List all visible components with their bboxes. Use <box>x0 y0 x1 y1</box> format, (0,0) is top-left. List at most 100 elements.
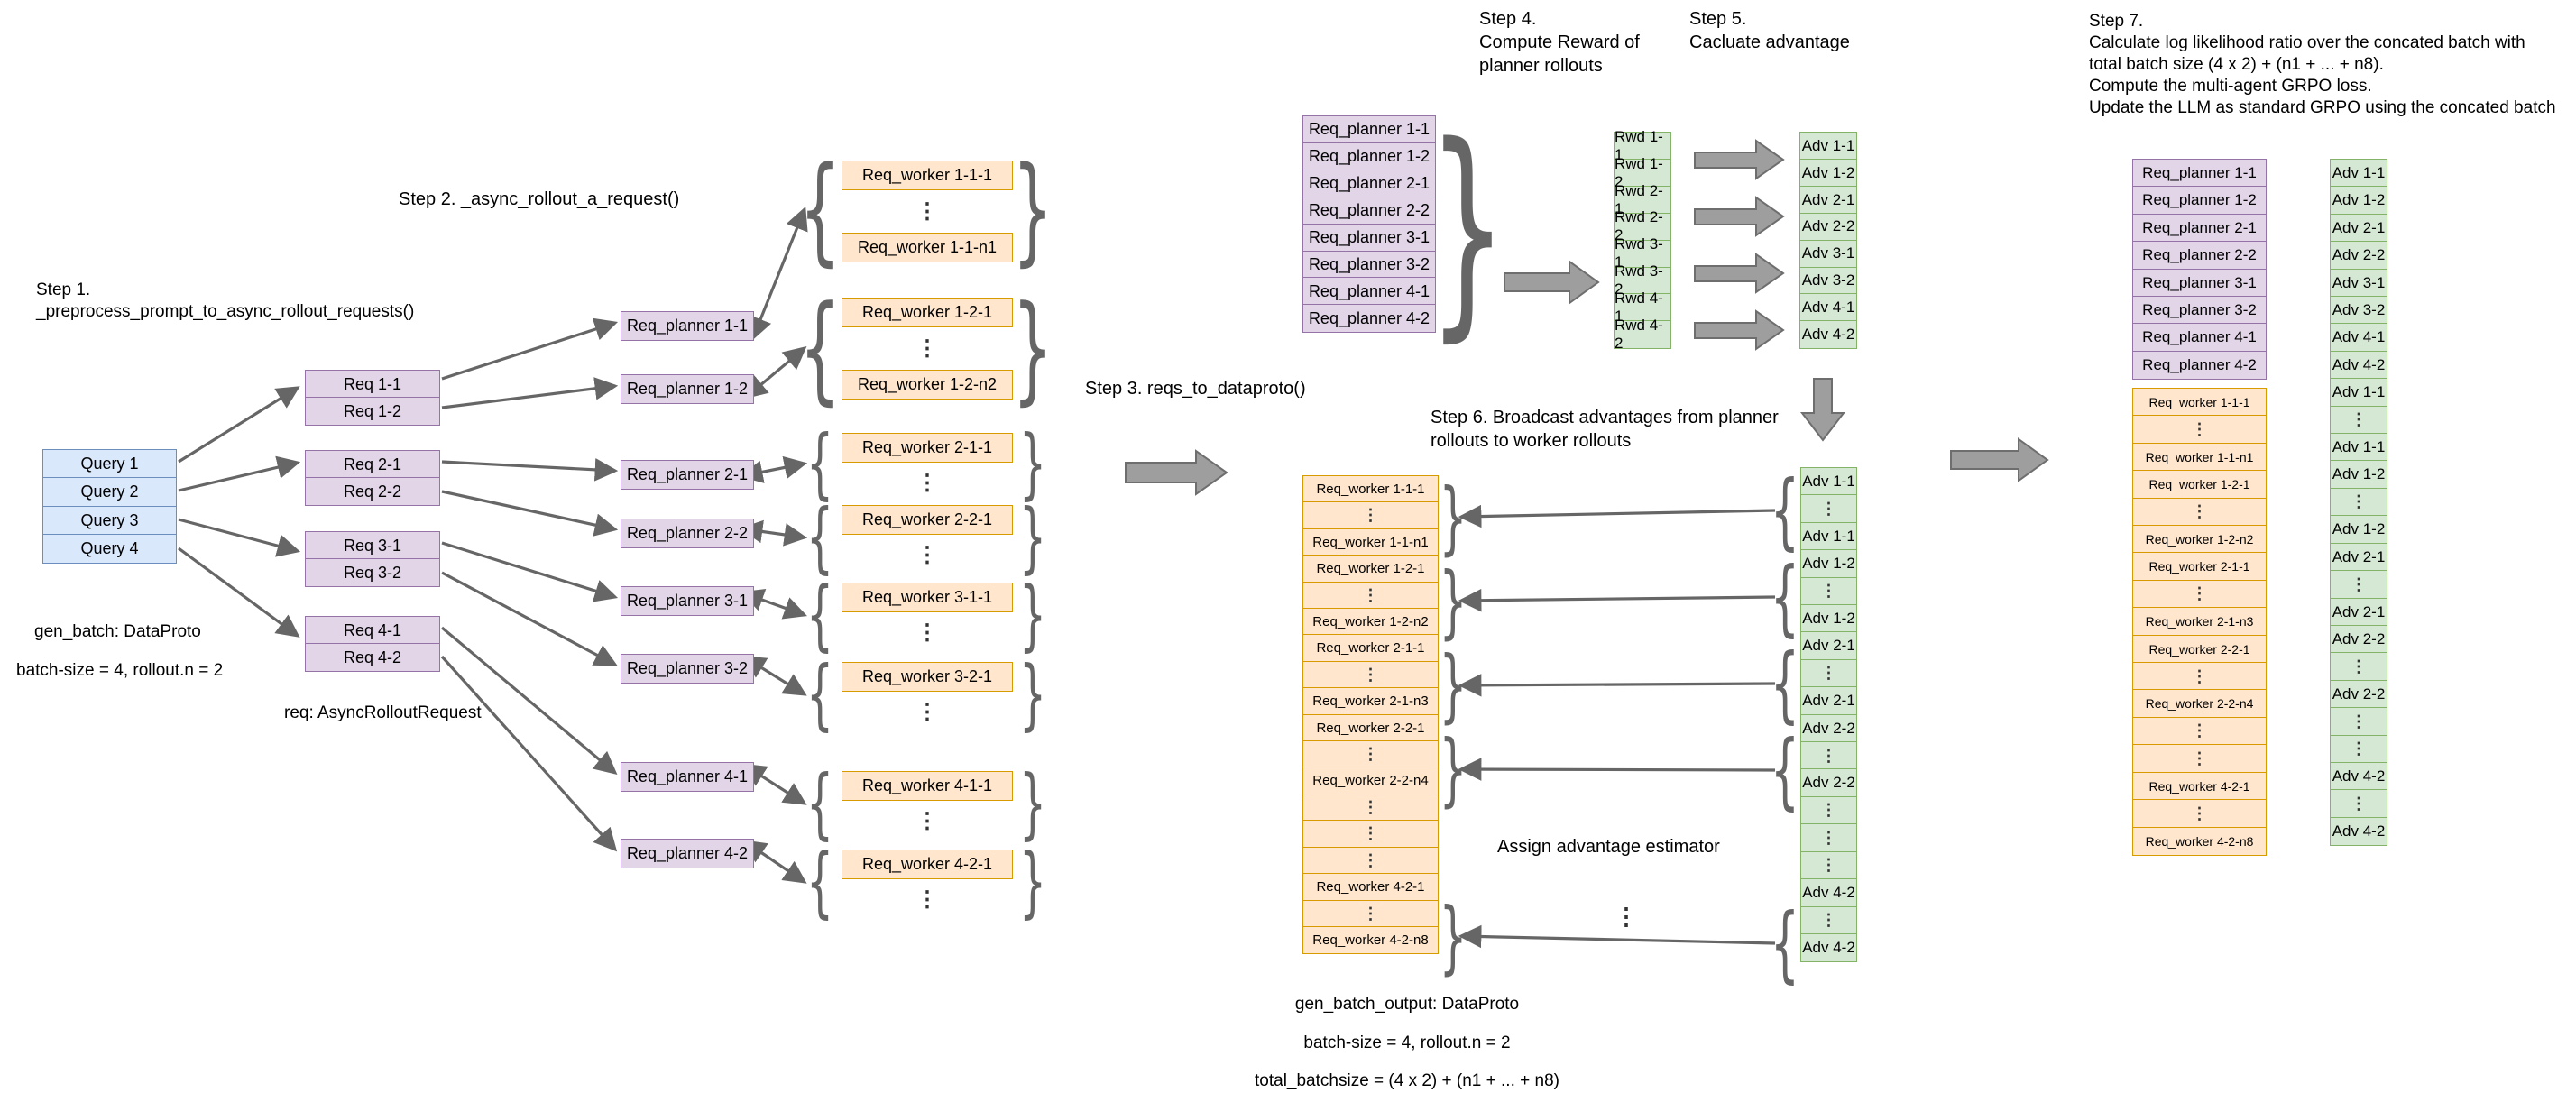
concat-adv-cell: ⋮ <box>2330 652 2387 682</box>
concat-adv-cell: Adv 2-2 <box>2330 624 2387 654</box>
assign-adv-label: Assign advantage estimator <box>1497 837 1720 857</box>
req-cell: Req 4-1 <box>305 616 440 645</box>
concat-adv-cell: ⋮ <box>2330 570 2387 600</box>
vdots-icon: ⋮ <box>916 808 938 833</box>
worker-row-cell: Req_worker 1-2-n2 <box>1302 608 1439 637</box>
concat-worker-cell: ⋮ <box>2132 662 2267 692</box>
adv-row-cell: ⋮ <box>1800 795 1857 825</box>
worker-row-cell: Req_worker 4-2-1 <box>1302 873 1439 902</box>
req-type-label: req: AsyncRolloutRequest <box>284 703 482 722</box>
adv-row-cell: ⋮ <box>1800 823 1857 853</box>
worker-box-3-1-1: Req_worker 3-1-1 <box>842 583 1013 612</box>
planner-box-3-2: Req_planner 3-2 <box>621 654 754 684</box>
worker-box-2-1-1: Req_worker 2-1-1 <box>842 433 1013 463</box>
planner-list-cell: Req_planner 3-1 <box>1302 223 1436 253</box>
arrow-query3-req <box>178 518 301 557</box>
worker-box-2-2-1: Req_worker 2-2-1 <box>842 505 1013 535</box>
concat-planner-cell: Req_planner 1-1 <box>2132 159 2267 188</box>
adv-cell: Adv 4-2 <box>1799 320 1857 349</box>
adv-row-cell: ⋮ <box>1800 576 1857 606</box>
arrow-query2-req <box>178 455 301 492</box>
worker-row-cell: ⋮ <box>1302 740 1439 769</box>
planner-box-2-1: Req_planner 2-1 <box>621 460 754 490</box>
worker-box-1-1-n1: Req_worker 1-1-n1 <box>842 233 1013 262</box>
concat-adv-cell: Adv 2-1 <box>2330 597 2387 627</box>
brace-right-icon: } <box>1439 554 1467 648</box>
adv-row-cell: ⋮ <box>1800 850 1857 880</box>
worker-row-cell: ⋮ <box>1302 793 1439 822</box>
concat-worker-cell: Req_worker 1-1-n1 <box>2132 442 2267 472</box>
brace-left-icon: { <box>805 418 834 509</box>
arrow-req12-planner <box>441 377 619 409</box>
arrow-planner42-workers <box>742 840 807 884</box>
adv-row-cell: Adv 2-1 <box>1800 686 1857 716</box>
worker-row-cell: Req_worker 2-1-n3 <box>1302 687 1439 716</box>
worker-row-cell: ⋮ <box>1302 581 1439 610</box>
step6-label: Step 6. Broadcast advantages from planne… <box>1431 408 1779 451</box>
block-arrow-rwd-adv-3 <box>1694 253 1785 294</box>
arrow-broadcast-adv21 <box>1458 674 1776 697</box>
brace-right-icon: } <box>1018 570 1047 660</box>
concat-adv-cell: Adv 4-1 <box>2330 323 2387 353</box>
vdots-icon: ⋮ <box>916 335 938 361</box>
brace-left-icon: { <box>799 280 841 417</box>
concat-adv-cell: Adv 1-2 <box>2330 186 2387 216</box>
concat-adv-cell: Adv 1-1 <box>2330 378 2387 408</box>
worker-row-cell: Req_worker 1-1-1 <box>1302 475 1439 503</box>
batch-size-output-label: batch-size = 4, rollout.n = 2 <box>1303 1033 1511 1052</box>
planner-list-cell: Req_planner 4-2 <box>1302 304 1436 333</box>
concat-planner-cell: Req_planner 1-2 <box>2132 186 2267 216</box>
worker-row-cell: Req_worker 2-2-n4 <box>1302 767 1439 795</box>
block-arrow-rwd-adv-2 <box>1694 196 1785 237</box>
step3-label: Step 3. reqs_to_dataproto() <box>1085 379 1306 399</box>
concat-worker-cell: ⋮ <box>2132 579 2267 609</box>
adv-row-cell: Adv 4-2 <box>1800 932 1857 962</box>
arrow-req42-planner <box>440 655 618 852</box>
adv-row-cell: Adv 2-2 <box>1800 768 1857 798</box>
brace-right-icon: } <box>1012 280 1053 417</box>
concat-adv-cell: Adv 3-2 <box>2330 296 2387 326</box>
concat-adv-cell: Adv 1-2 <box>2330 460 2387 490</box>
adv-row-cell: Adv 1-2 <box>1800 549 1857 579</box>
arrow-broadcast-adv22 <box>1458 758 1776 781</box>
batch-size-label: batch-size = 4, rollout.n = 2 <box>16 661 224 680</box>
concat-worker-cell: Req_worker 2-1-n3 <box>2132 607 2267 637</box>
block-arrow-rwd-adv-4 <box>1694 309 1785 351</box>
concat-adv-cell: Adv 3-1 <box>2330 268 2387 298</box>
brace-left-icon: { <box>805 492 834 583</box>
concat-adv-cell: ⋮ <box>2330 789 2387 819</box>
planner-list-cell: Req_planner 2-1 <box>1302 169 1436 198</box>
arrow-req22-planner <box>441 490 619 537</box>
query-cell: Query 1 <box>42 449 177 479</box>
worker-box-4-2-1: Req_worker 4-2-1 <box>842 850 1013 879</box>
arrow-planner11-workers <box>750 207 808 341</box>
step2-label: Step 2. _async_rollout_a_request() <box>399 189 680 209</box>
step7-label: Step 7. Calculate log likelihood ratio o… <box>2089 12 2556 117</box>
worker-row-cell: ⋮ <box>1302 820 1439 849</box>
query-cell: Query 2 <box>42 477 177 508</box>
concat-worker-cell: Req_worker 4-2-n8 <box>2132 826 2267 856</box>
brace-right-icon: } <box>1018 837 1047 927</box>
concat-adv-cell: Adv 4-2 <box>2330 761 2387 791</box>
brace-left-icon: { <box>1770 548 1800 646</box>
arrow-broadcast-adv11 <box>1458 504 1776 528</box>
adv-cell: Adv 4-1 <box>1799 293 1857 322</box>
brace-right-icon: } <box>1439 889 1467 983</box>
concat-worker-cell: ⋮ <box>2132 799 2267 829</box>
concat-adv-cell: Adv 4-2 <box>2330 350 2387 380</box>
vdots-icon: ⋮ <box>1615 903 1638 930</box>
concat-adv-cell: Adv 2-2 <box>2330 241 2387 271</box>
concat-adv-cell: Adv 1-1 <box>2330 433 2387 463</box>
adv-cell: Adv 1-1 <box>1799 132 1857 161</box>
arrow-req41-planner <box>440 626 618 776</box>
arrow-planner12-workers <box>743 345 807 400</box>
brace-right-icon: } <box>1018 649 1047 739</box>
req-cell: Req 1-1 <box>305 370 440 399</box>
brace-left-icon: { <box>1770 895 1800 992</box>
